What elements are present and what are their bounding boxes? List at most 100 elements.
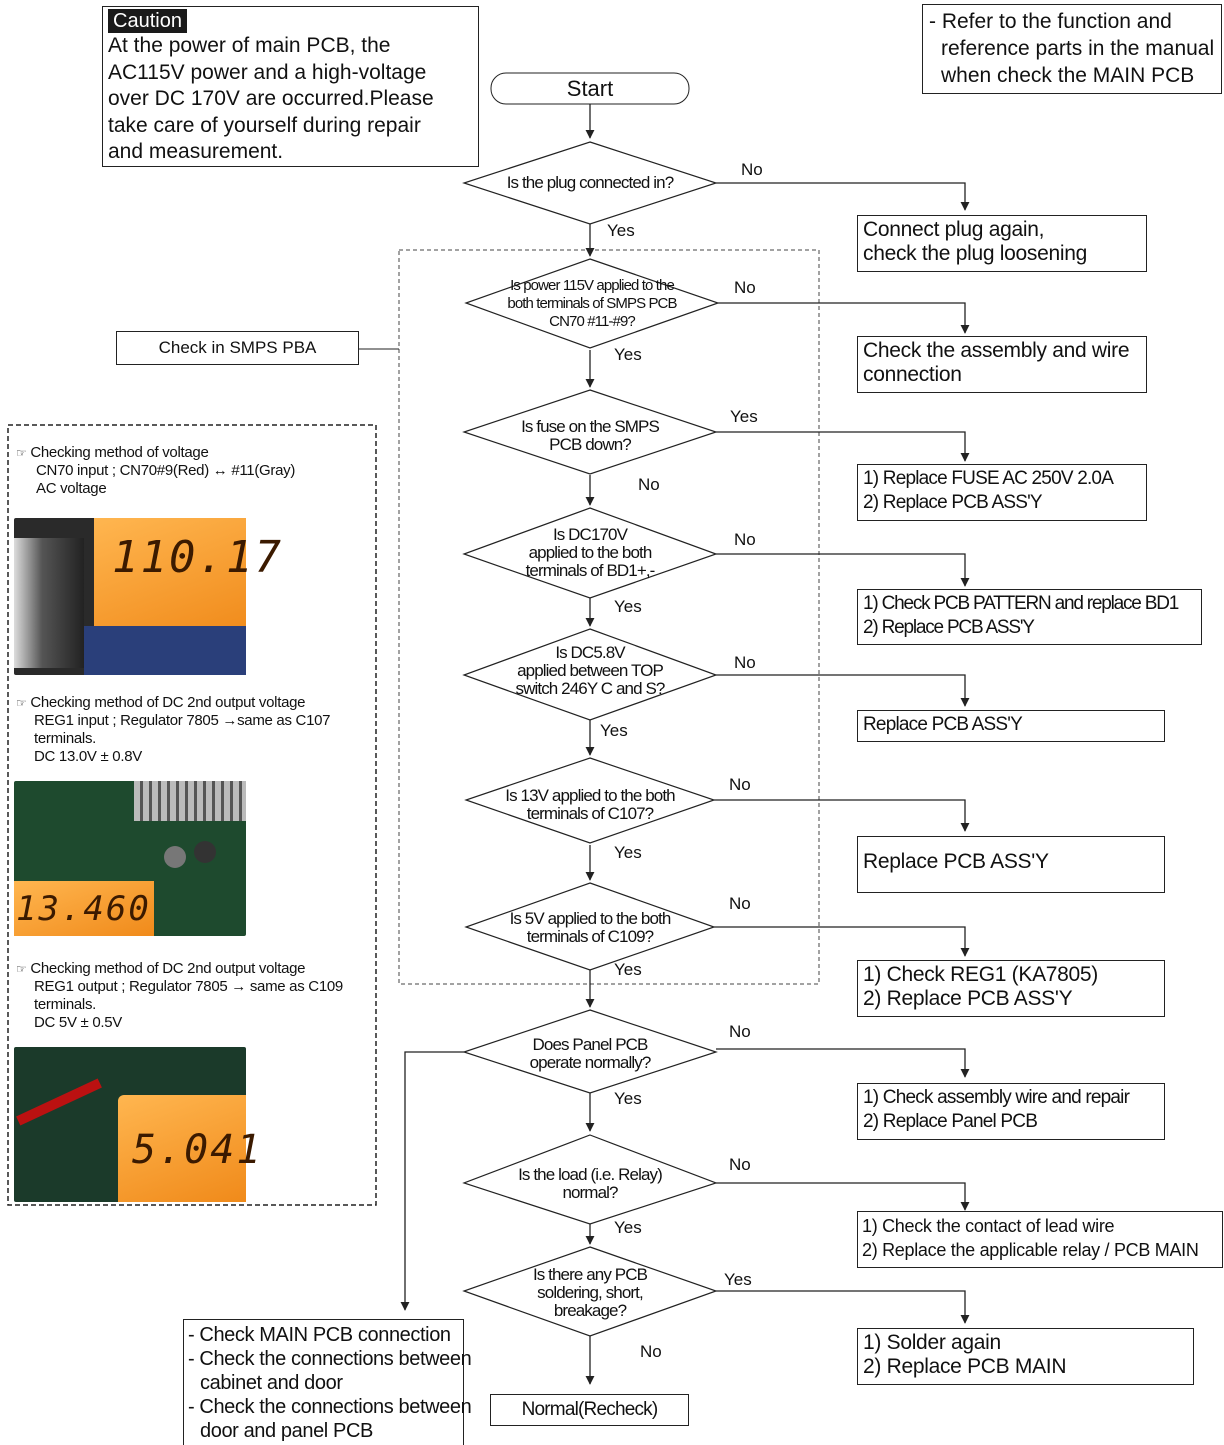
branch-label: No bbox=[734, 278, 756, 297]
action-check-assembly-wire: Check the assembly and wire connection bbox=[857, 336, 1147, 393]
decision-line: Is DC5.8V bbox=[555, 643, 625, 662]
action-line: 1) Check REG1 (KA7805) bbox=[863, 963, 1099, 986]
measurement-note-reg1-output: ☞ Checking method of DC 2nd output volta… bbox=[16, 960, 371, 1032]
meter-buttons bbox=[84, 626, 246, 675]
pointing-hand-icon: ☞ bbox=[16, 962, 27, 976]
branch-label: No bbox=[734, 653, 756, 672]
action-line: check the plug loosening bbox=[863, 242, 1087, 265]
decision-5v-c109: Is 5V applied to the both terminals of C… bbox=[466, 910, 714, 946]
panel-connection-check-box: - Check MAIN PCB connection - Check the … bbox=[183, 1319, 472, 1445]
capacitor bbox=[194, 841, 216, 863]
decision-diamond bbox=[464, 757, 716, 844]
capacitor bbox=[164, 846, 186, 868]
measurement-line: CN70 input ; CN70#9(Red) ↔ #11(Gray) bbox=[36, 462, 296, 479]
caution-line: over DC 170V are occurred.Please bbox=[108, 87, 434, 110]
decision-dc170v: Is DC170V applied to the both terminals … bbox=[464, 526, 716, 580]
panel-check-line: cabinet and door bbox=[200, 1372, 343, 1394]
action-line: 1) Check the contact of lead wire bbox=[862, 1216, 1115, 1236]
measurement-line: DC 5V ± 0.5V bbox=[34, 1014, 123, 1031]
reference-note: - Refer to the function and reference pa… bbox=[922, 4, 1222, 94]
branch-label: Yes bbox=[614, 1089, 642, 1108]
action-check-reg1: 1) Check REG1 (KA7805) 2) Replace PCB AS… bbox=[857, 960, 1165, 1017]
action-check-panel-wire: 1) Check assembly wire and repair 2) Rep… bbox=[857, 1083, 1165, 1140]
decision-plug-connected: Is the plug connected in? bbox=[464, 174, 716, 192]
pointing-hand-icon: ☞ bbox=[16, 446, 27, 460]
measurement-note-reg1-input: ☞ Checking method of DC 2nd output volta… bbox=[16, 694, 371, 766]
lcd-display bbox=[14, 881, 154, 936]
decision-load-relay: Is the load (i.e. Relay) normal? bbox=[464, 1166, 716, 1202]
action-line: 2) Replace the applicable relay / PCB MA… bbox=[862, 1240, 1199, 1260]
action-line: 1) Replace FUSE AC 250V 2.0A bbox=[863, 468, 1114, 489]
reference-line: - Refer to the function and bbox=[929, 10, 1172, 33]
decision-pcb-soldering: Is there any PCB soldering, short, break… bbox=[464, 1266, 716, 1320]
action-line: 2) Replace PCB MAIN bbox=[863, 1355, 1067, 1378]
decision-diamond bbox=[462, 1246, 718, 1337]
decision-line: terminals of C107? bbox=[526, 804, 654, 823]
action-line: 1) Check assembly wire and repair bbox=[863, 1087, 1130, 1108]
action-line: Replace PCB ASS'Y bbox=[863, 714, 1023, 735]
action-line: 2) Replace PCB ASS'Y bbox=[863, 987, 1073, 1010]
lcd-display bbox=[94, 518, 246, 636]
measurement-line: ☞ Checking method of DC 2nd output volta… bbox=[16, 694, 371, 712]
measurement-line: Checking method of DC 2nd output voltage bbox=[30, 694, 306, 711]
decision-diamond bbox=[462, 507, 718, 599]
decision-line: operate normally? bbox=[529, 1053, 652, 1072]
decision-line: Is there any PCB bbox=[532, 1265, 648, 1284]
branch-label: Yes bbox=[614, 960, 642, 979]
decision-diamond bbox=[462, 628, 718, 721]
measurement-line: Checking method of DC 2nd output voltage bbox=[30, 960, 306, 977]
decision-diamond bbox=[462, 141, 718, 225]
lcd-display bbox=[118, 1095, 246, 1202]
action-line: 2) Replace Panel PCB bbox=[863, 1111, 1038, 1132]
measurement-line: ☞ Checking method of DC 2nd output volta… bbox=[16, 960, 371, 978]
smps-check-label: Check in SMPS PBA bbox=[116, 331, 359, 365]
decision-diamond bbox=[462, 1009, 718, 1094]
decision-line: Is fuse on the SMPS bbox=[521, 417, 660, 436]
measurement-line: terminals. bbox=[34, 996, 97, 1013]
panel-check-line: - Check the connections between bbox=[188, 1348, 472, 1370]
branch-label: Yes bbox=[730, 407, 758, 426]
decision-fuse-down: Is fuse on the SMPS PCB down? bbox=[464, 418, 716, 454]
measurement-line: ☞ Checking method of voltage bbox=[16, 444, 371, 462]
start-label: Start bbox=[566, 76, 614, 101]
decision-line: both terminals of SMPS PCB bbox=[507, 295, 677, 312]
caution-text: At the power of main PCB, the AC115V pow… bbox=[108, 33, 473, 166]
branch-label: Yes bbox=[600, 721, 628, 740]
measurement-panel-frame bbox=[7, 424, 377, 1206]
measurement-note-ac: ☞ Checking method of voltage CN70 input … bbox=[16, 444, 371, 498]
end-normal-recheck: Normal(Recheck) bbox=[490, 1394, 689, 1426]
action-replace-fuse: 1) Replace FUSE AC 250V 2.0A 2) Replace … bbox=[857, 464, 1147, 521]
decision-line: Is the load (i.e. Relay) bbox=[518, 1165, 663, 1184]
measurement-line: REG1 input ; Regulator 7805 →same as C10… bbox=[34, 712, 331, 729]
decision-power-115v: Is power 115V applied to the both termin… bbox=[466, 277, 718, 331]
probe-wire bbox=[14, 538, 84, 668]
action-line: 1) Solder again bbox=[863, 1331, 1001, 1354]
caution-title: Caution bbox=[108, 9, 187, 33]
action-line: Replace PCB ASS'Y bbox=[863, 850, 1049, 873]
decision-line: Does Panel PCB bbox=[532, 1035, 649, 1054]
measurement-line: terminals. bbox=[34, 730, 97, 747]
multimeter-photo-reg1-input: 13.460 bbox=[14, 781, 246, 936]
branch-label: No bbox=[640, 1342, 662, 1361]
decision-line: Is 5V applied to the both bbox=[509, 909, 672, 928]
panel-check-line: door and panel PCB bbox=[200, 1420, 373, 1442]
measurement-line: AC voltage bbox=[36, 480, 107, 497]
decision-line: breakage? bbox=[553, 1301, 627, 1320]
multimeter-photo-ac: 110.17 bbox=[14, 518, 281, 675]
action-line: 1) Check PCB PATTERN and replace BD1 bbox=[863, 593, 1179, 614]
caution-line: and measurement. bbox=[108, 140, 284, 163]
action-solder-again: 1) Solder again 2) Replace PCB MAIN bbox=[857, 1328, 1194, 1385]
reference-line: when check the MAIN PCB bbox=[941, 64, 1195, 87]
action-replace-pcb-assy-2: Replace PCB ASS'Y bbox=[857, 836, 1165, 893]
decision-line: applied to the both bbox=[528, 543, 653, 562]
action-line: connection bbox=[863, 363, 962, 386]
action-line: 2) Replace PCB ASS'Y bbox=[863, 617, 1035, 638]
decision-diamond bbox=[464, 882, 716, 971]
decision-13v-c107: Is 13V applied to the both terminals of … bbox=[466, 787, 714, 823]
branch-label: No bbox=[729, 894, 751, 913]
caution-line: take care of yourself during repair bbox=[108, 113, 421, 137]
action-reconnect-plug: Connect plug again, check the plug loose… bbox=[857, 215, 1147, 272]
pcb-heatsink bbox=[134, 781, 246, 821]
multimeter-photo-reg1-output: 5.041 bbox=[14, 1047, 260, 1202]
